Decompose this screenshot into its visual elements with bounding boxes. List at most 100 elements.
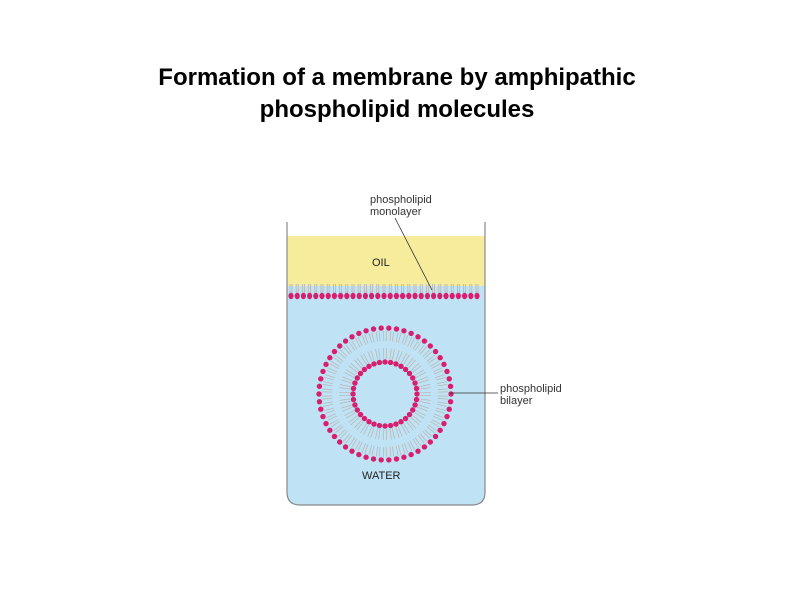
lipid-head <box>371 361 377 367</box>
lipid-head <box>363 328 369 334</box>
lipid-head <box>444 368 450 375</box>
water-label: WATER <box>362 470 401 482</box>
monolayer-phospholipid <box>288 284 294 300</box>
bilayer-inner-phospholipid <box>339 396 357 404</box>
monolayer-phospholipid <box>418 284 424 300</box>
bilayer-inner-phospholipid <box>414 391 431 397</box>
lipid-tail <box>433 370 444 375</box>
lipid-tail <box>353 419 362 429</box>
lipid-tail <box>322 388 333 391</box>
lipid-head <box>357 411 364 418</box>
monolayer-label-line-2: monolayer <box>370 206 422 218</box>
bilayer-label-line-2: bilayer <box>500 395 533 407</box>
bilayer-outer-phospholipid <box>433 409 450 420</box>
monolayer-phospholipid <box>331 284 337 300</box>
bilayer-inner-phospholipid <box>367 421 377 438</box>
lipid-tail <box>371 332 375 343</box>
lipid-head <box>320 413 326 420</box>
bilayer-inner-phospholipid <box>402 357 417 373</box>
lipid-tail <box>419 433 427 442</box>
monolayer-phospholipid <box>474 284 480 300</box>
lipid-head <box>350 385 357 392</box>
lipid-tail <box>330 421 340 428</box>
lipid-head <box>446 406 452 412</box>
bilayer-inner-phospholipid <box>353 357 368 373</box>
lipid-tail <box>341 379 352 384</box>
lipid-head <box>432 348 439 355</box>
bilayer-inner-phospholipid <box>393 350 403 367</box>
lipid-tail <box>424 351 433 359</box>
lipid-tail <box>436 381 447 384</box>
lipid-tail <box>344 372 355 378</box>
lipid-tail <box>345 369 356 376</box>
bilayer-outer-phospholipid <box>337 343 351 358</box>
monolayer-label-line-1: phospholipid <box>370 194 432 206</box>
lipid-head <box>387 422 394 429</box>
bilayer-outer-phospholipid <box>391 445 400 462</box>
lipid-tail <box>426 354 435 362</box>
lipid-tail <box>370 427 375 438</box>
lipid-tail <box>414 369 425 376</box>
lipid-head <box>418 292 424 300</box>
oil-label: OIL <box>372 257 390 269</box>
lipid-tail <box>339 400 351 404</box>
lipid-head <box>344 292 350 300</box>
lipid-head <box>462 292 468 300</box>
monolayer-phospholipid <box>338 284 344 300</box>
lipid-tail <box>424 429 433 437</box>
bilayer-outer-phospholipid <box>437 397 454 405</box>
lipid-tail <box>364 334 369 344</box>
lipid-tail <box>333 357 342 364</box>
lipid-tail <box>415 372 426 378</box>
lipid-tail <box>437 384 448 387</box>
bilayer-outer-phospholipid <box>323 415 339 427</box>
monolayer-phospholipid <box>393 284 399 300</box>
lipid-tail <box>356 421 364 431</box>
lipid-tail <box>357 336 363 347</box>
lipid-tail <box>397 351 403 362</box>
lipid-tail <box>414 437 422 447</box>
bilayer-outer-phospholipid <box>318 404 334 412</box>
lipid-head <box>350 396 357 403</box>
lipid-tail <box>367 426 373 437</box>
bilayer-outer-phospholipid <box>327 355 342 367</box>
lipid-tail <box>414 412 425 419</box>
bilayer-inner-phospholipid <box>402 415 417 431</box>
lipid-head <box>318 376 324 382</box>
lipid-tail <box>406 421 414 431</box>
lipid-head <box>375 292 381 300</box>
monolayer-phospholipid <box>307 284 313 300</box>
title-line-1: Formation of a membrane by amphipathic <box>158 64 636 91</box>
lipid-tail <box>378 446 381 457</box>
lipid-tail <box>422 349 431 358</box>
lipid-tail <box>324 374 335 379</box>
lipid-head <box>349 448 355 454</box>
lipid-head <box>331 433 338 440</box>
lipid-tail <box>339 387 351 390</box>
lipid-head <box>406 411 413 418</box>
lipid-head <box>446 376 452 382</box>
bilayer-inner-phospholipid <box>344 369 360 381</box>
lipid-tail <box>417 344 425 353</box>
lipid-head <box>412 380 418 386</box>
bilayer-inner-phospholipid <box>413 384 431 392</box>
lipid-head <box>410 407 416 413</box>
monolayer-phospholipid <box>437 284 443 300</box>
lipid-head <box>387 292 393 300</box>
lipid-tail <box>324 409 335 414</box>
bilayer-outer-phospholipid <box>409 438 421 454</box>
lipid-tail <box>397 426 403 437</box>
lipid-head <box>337 343 343 349</box>
lipid-head <box>401 328 407 334</box>
lipid-head <box>307 292 313 300</box>
lipid-head <box>387 359 394 366</box>
lipid-tail <box>363 424 369 435</box>
bilayer-inner-phospholipid <box>387 348 395 366</box>
lipid-tail <box>431 419 441 425</box>
lipid-tail <box>406 357 414 367</box>
bilayer-outer-phospholipid <box>370 445 379 462</box>
lipid-tail <box>432 367 443 373</box>
lipid-head <box>414 391 420 397</box>
lipid-head <box>398 363 404 369</box>
lipid-tail <box>412 340 419 350</box>
